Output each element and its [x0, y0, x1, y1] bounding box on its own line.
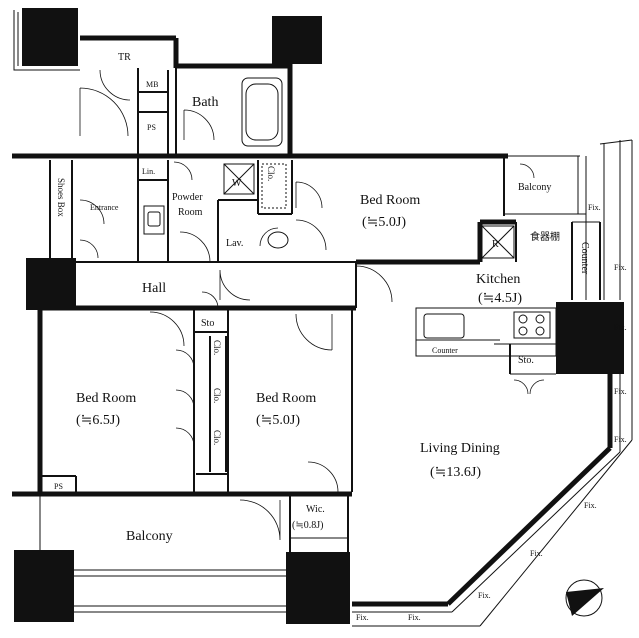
label-bath: Bath	[192, 95, 218, 110]
label-powder-1: Powder	[172, 192, 203, 203]
walls	[12, 35, 633, 627]
label-hall: Hall	[142, 281, 166, 296]
fixed-window-labels: Fix. Fix. Fix. Fix. Fix. Fix. Fix. Fix. …	[356, 203, 627, 622]
label-clo-a: Clo.	[212, 340, 222, 355]
fixtures	[143, 77, 551, 339]
fix-label: Fix.	[408, 613, 421, 622]
column-bottom-mid	[286, 552, 350, 624]
label-lin: Lin.	[142, 167, 155, 176]
label-sto-kitchen: Sto.	[518, 355, 534, 366]
label-refrigerator: R	[492, 239, 499, 250]
label-living-dining: Living Dining	[420, 441, 500, 456]
vanity-sink	[143, 205, 165, 235]
label-sto-hall: Sto	[201, 318, 214, 329]
door-swings	[79, 69, 545, 541]
label-bed-room-left-size: (≒6.5J)	[76, 413, 120, 428]
label-wic-size: (≒0.8J)	[292, 520, 323, 531]
label-bed-room-mid-size: (≒5.0J)	[256, 413, 300, 428]
fix-label: Fix.	[614, 323, 627, 332]
label-ps-upper: PS	[147, 123, 156, 132]
label-tr: TR	[118, 52, 131, 63]
label-kitchen: Kitchen	[476, 272, 520, 287]
kitchen-sink	[423, 313, 465, 339]
label-washer: W	[232, 178, 242, 189]
fix-label: Fix.	[478, 591, 491, 600]
label-lav: Lav.	[226, 238, 243, 249]
label-powder-2: Room	[178, 207, 203, 218]
label-bed-room-left: Bed Room	[76, 391, 136, 406]
label-bed-room-top-size: (≒5.0J)	[362, 215, 406, 230]
label-entrance: Entrance	[90, 203, 119, 212]
label-counter-vertical: Counter	[579, 242, 590, 275]
room-labels: TR MB PS Bath Lin. W Clo. Powder Room La…	[54, 52, 590, 544]
refrigerator-box	[481, 225, 515, 259]
label-clo-b: Clo.	[212, 388, 222, 403]
top-left-outline	[13, 10, 80, 71]
label-mb: MB	[146, 80, 158, 89]
fix-label: Fix.	[530, 549, 543, 558]
fix-label: Fix.	[588, 203, 601, 212]
label-clo-upper: Clo.	[266, 166, 276, 181]
cooktop	[513, 311, 551, 339]
label-balcony-top: Balcony	[518, 182, 551, 193]
label-kitchen-size: (≒4.5J)	[478, 291, 522, 306]
label-bed-room-top: Bed Room	[360, 193, 420, 208]
label-clo-c: Clo.	[212, 430, 222, 445]
label-shoes-box: Shoes Box	[56, 178, 66, 217]
fix-label: Fix.	[584, 501, 597, 510]
label-counter: Counter	[432, 346, 458, 355]
column-top-left	[22, 8, 78, 66]
fix-label: Fix.	[614, 263, 627, 272]
label-wic: Wic.	[306, 504, 325, 515]
fix-label: Fix.	[614, 435, 627, 444]
toilet	[267, 231, 289, 249]
column-kitchen	[556, 302, 624, 374]
column-top-mid	[272, 16, 322, 64]
label-ps-lower: PS	[54, 482, 63, 491]
label-balcony-bottom: Balcony	[126, 529, 173, 544]
north-arrow-icon	[565, 579, 604, 617]
structural-columns	[14, 8, 624, 624]
label-cupboard: 食器棚	[530, 230, 560, 243]
bathtub	[241, 77, 283, 147]
fix-label: Fix.	[356, 613, 369, 622]
label-bed-room-mid: Bed Room	[256, 391, 316, 406]
label-living-dining-size: (≒13.6J)	[430, 465, 481, 480]
column-left-mid	[26, 258, 76, 310]
washer-box	[223, 163, 255, 195]
fix-label: Fix.	[614, 387, 627, 396]
column-bottom-left	[14, 550, 74, 622]
